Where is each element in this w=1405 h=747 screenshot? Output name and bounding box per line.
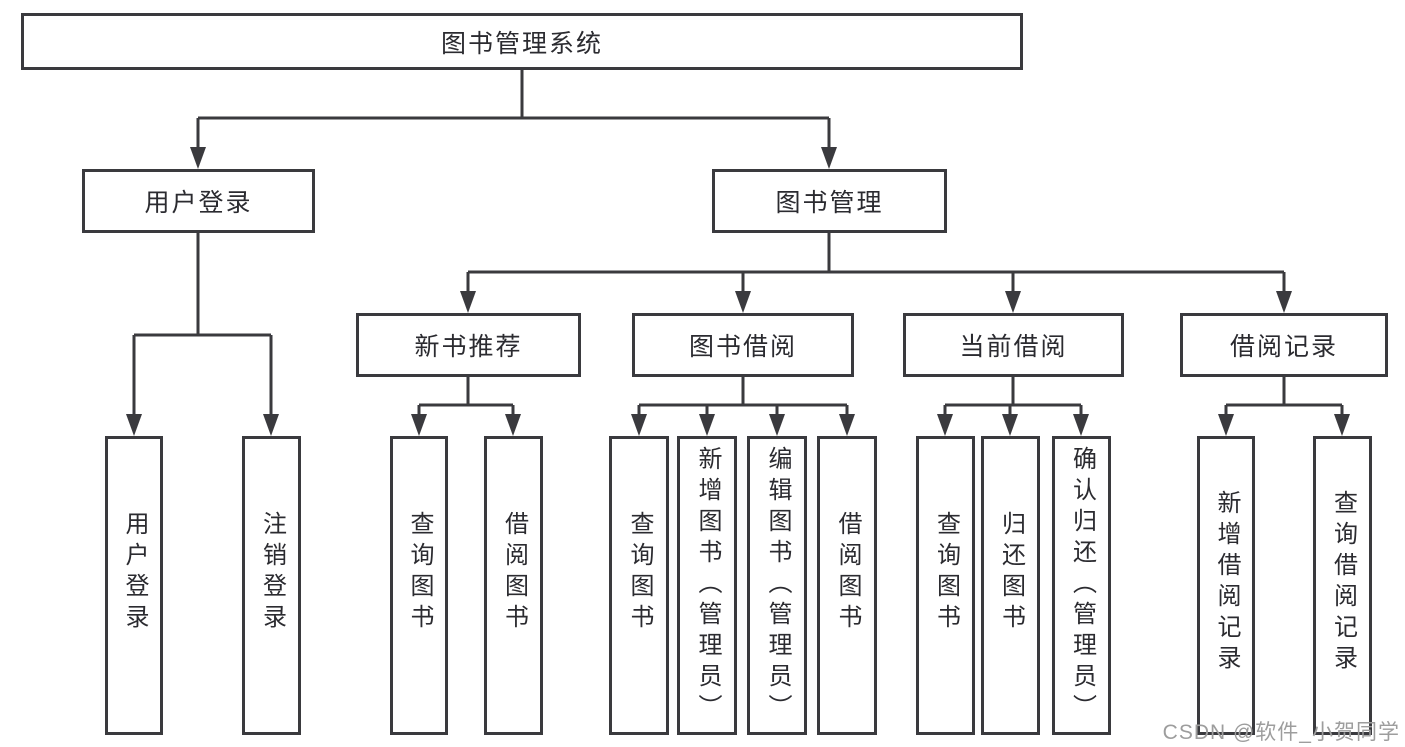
node-leaf-query-books-borrow-label: 查询图书 — [626, 510, 653, 635]
csdn-watermark: CSDN @软件_小贺同学 — [1162, 721, 1400, 744]
node-leaf-add-books-admin-label: 新增图书（管理员） — [694, 446, 721, 725]
node-borrow-record: 借阅记录 — [1180, 313, 1388, 377]
node-leaf-logout: 注销登录 — [242, 436, 301, 735]
node-current-borrow-label: 当前借阅 — [959, 333, 1068, 361]
node-user-login: 用户登录 — [82, 169, 315, 233]
node-leaf-query-books-borrow: 查询图书 — [609, 436, 669, 735]
node-new-book-recommend-label: 新书推荐 — [414, 333, 523, 361]
node-leaf-login-label: 用户登录 — [121, 510, 148, 635]
node-leaf-return-books: 归还图书 — [981, 436, 1040, 735]
node-leaf-add-borrow-record: 新增借阅记录 — [1197, 436, 1255, 735]
node-leaf-query-borrow-record-label: 查询借阅记录 — [1329, 489, 1357, 676]
node-leaf-query-books-recommend-label: 查询图书 — [406, 510, 433, 635]
node-book-borrow: 图书借阅 — [632, 313, 854, 377]
node-leaf-query-borrow-record: 查询借阅记录 — [1313, 436, 1372, 735]
node-leaf-add-borrow-record-label: 新增借阅记录 — [1213, 489, 1240, 676]
node-leaf-query-books-current: 查询图书 — [916, 436, 975, 735]
node-book-borrow-label: 图书借阅 — [688, 333, 797, 361]
node-leaf-return-books-label: 归还图书 — [997, 510, 1025, 635]
node-leaf-logout-label: 注销登录 — [258, 510, 286, 635]
node-borrow-record-label: 借阅记录 — [1229, 333, 1338, 361]
node-root-label: 图书管理系统 — [440, 29, 603, 58]
node-leaf-borrow-books-label: 借阅图书 — [834, 510, 861, 635]
node-leaf-query-books-current-label: 查询图书 — [932, 510, 960, 635]
node-book-management-label: 图书管理 — [775, 189, 884, 217]
node-leaf-borrow-books: 借阅图书 — [817, 436, 877, 735]
node-root-system: 图书管理系统 — [21, 13, 1023, 70]
node-leaf-borrow-books-recommend: 借阅图书 — [484, 436, 543, 735]
node-book-management: 图书管理 — [712, 169, 947, 233]
node-leaf-query-books-recommend: 查询图书 — [390, 436, 448, 735]
node-user-login-label: 用户登录 — [144, 189, 253, 217]
node-new-book-recommend: 新书推荐 — [356, 313, 581, 377]
node-leaf-edit-books-admin-label: 编辑图书（管理员） — [764, 446, 791, 725]
node-leaf-borrow-books-recommend-label: 借阅图书 — [500, 510, 528, 635]
node-leaf-login: 用户登录 — [105, 436, 163, 735]
node-leaf-confirm-return-admin-label: 确认归还（管理员） — [1068, 446, 1096, 725]
node-leaf-confirm-return-admin: 确认归还（管理员） — [1052, 436, 1111, 735]
node-current-borrow: 当前借阅 — [903, 313, 1124, 377]
node-leaf-edit-books-admin: 编辑图书（管理员） — [747, 436, 807, 735]
node-leaf-add-books-admin: 新增图书（管理员） — [677, 436, 737, 735]
